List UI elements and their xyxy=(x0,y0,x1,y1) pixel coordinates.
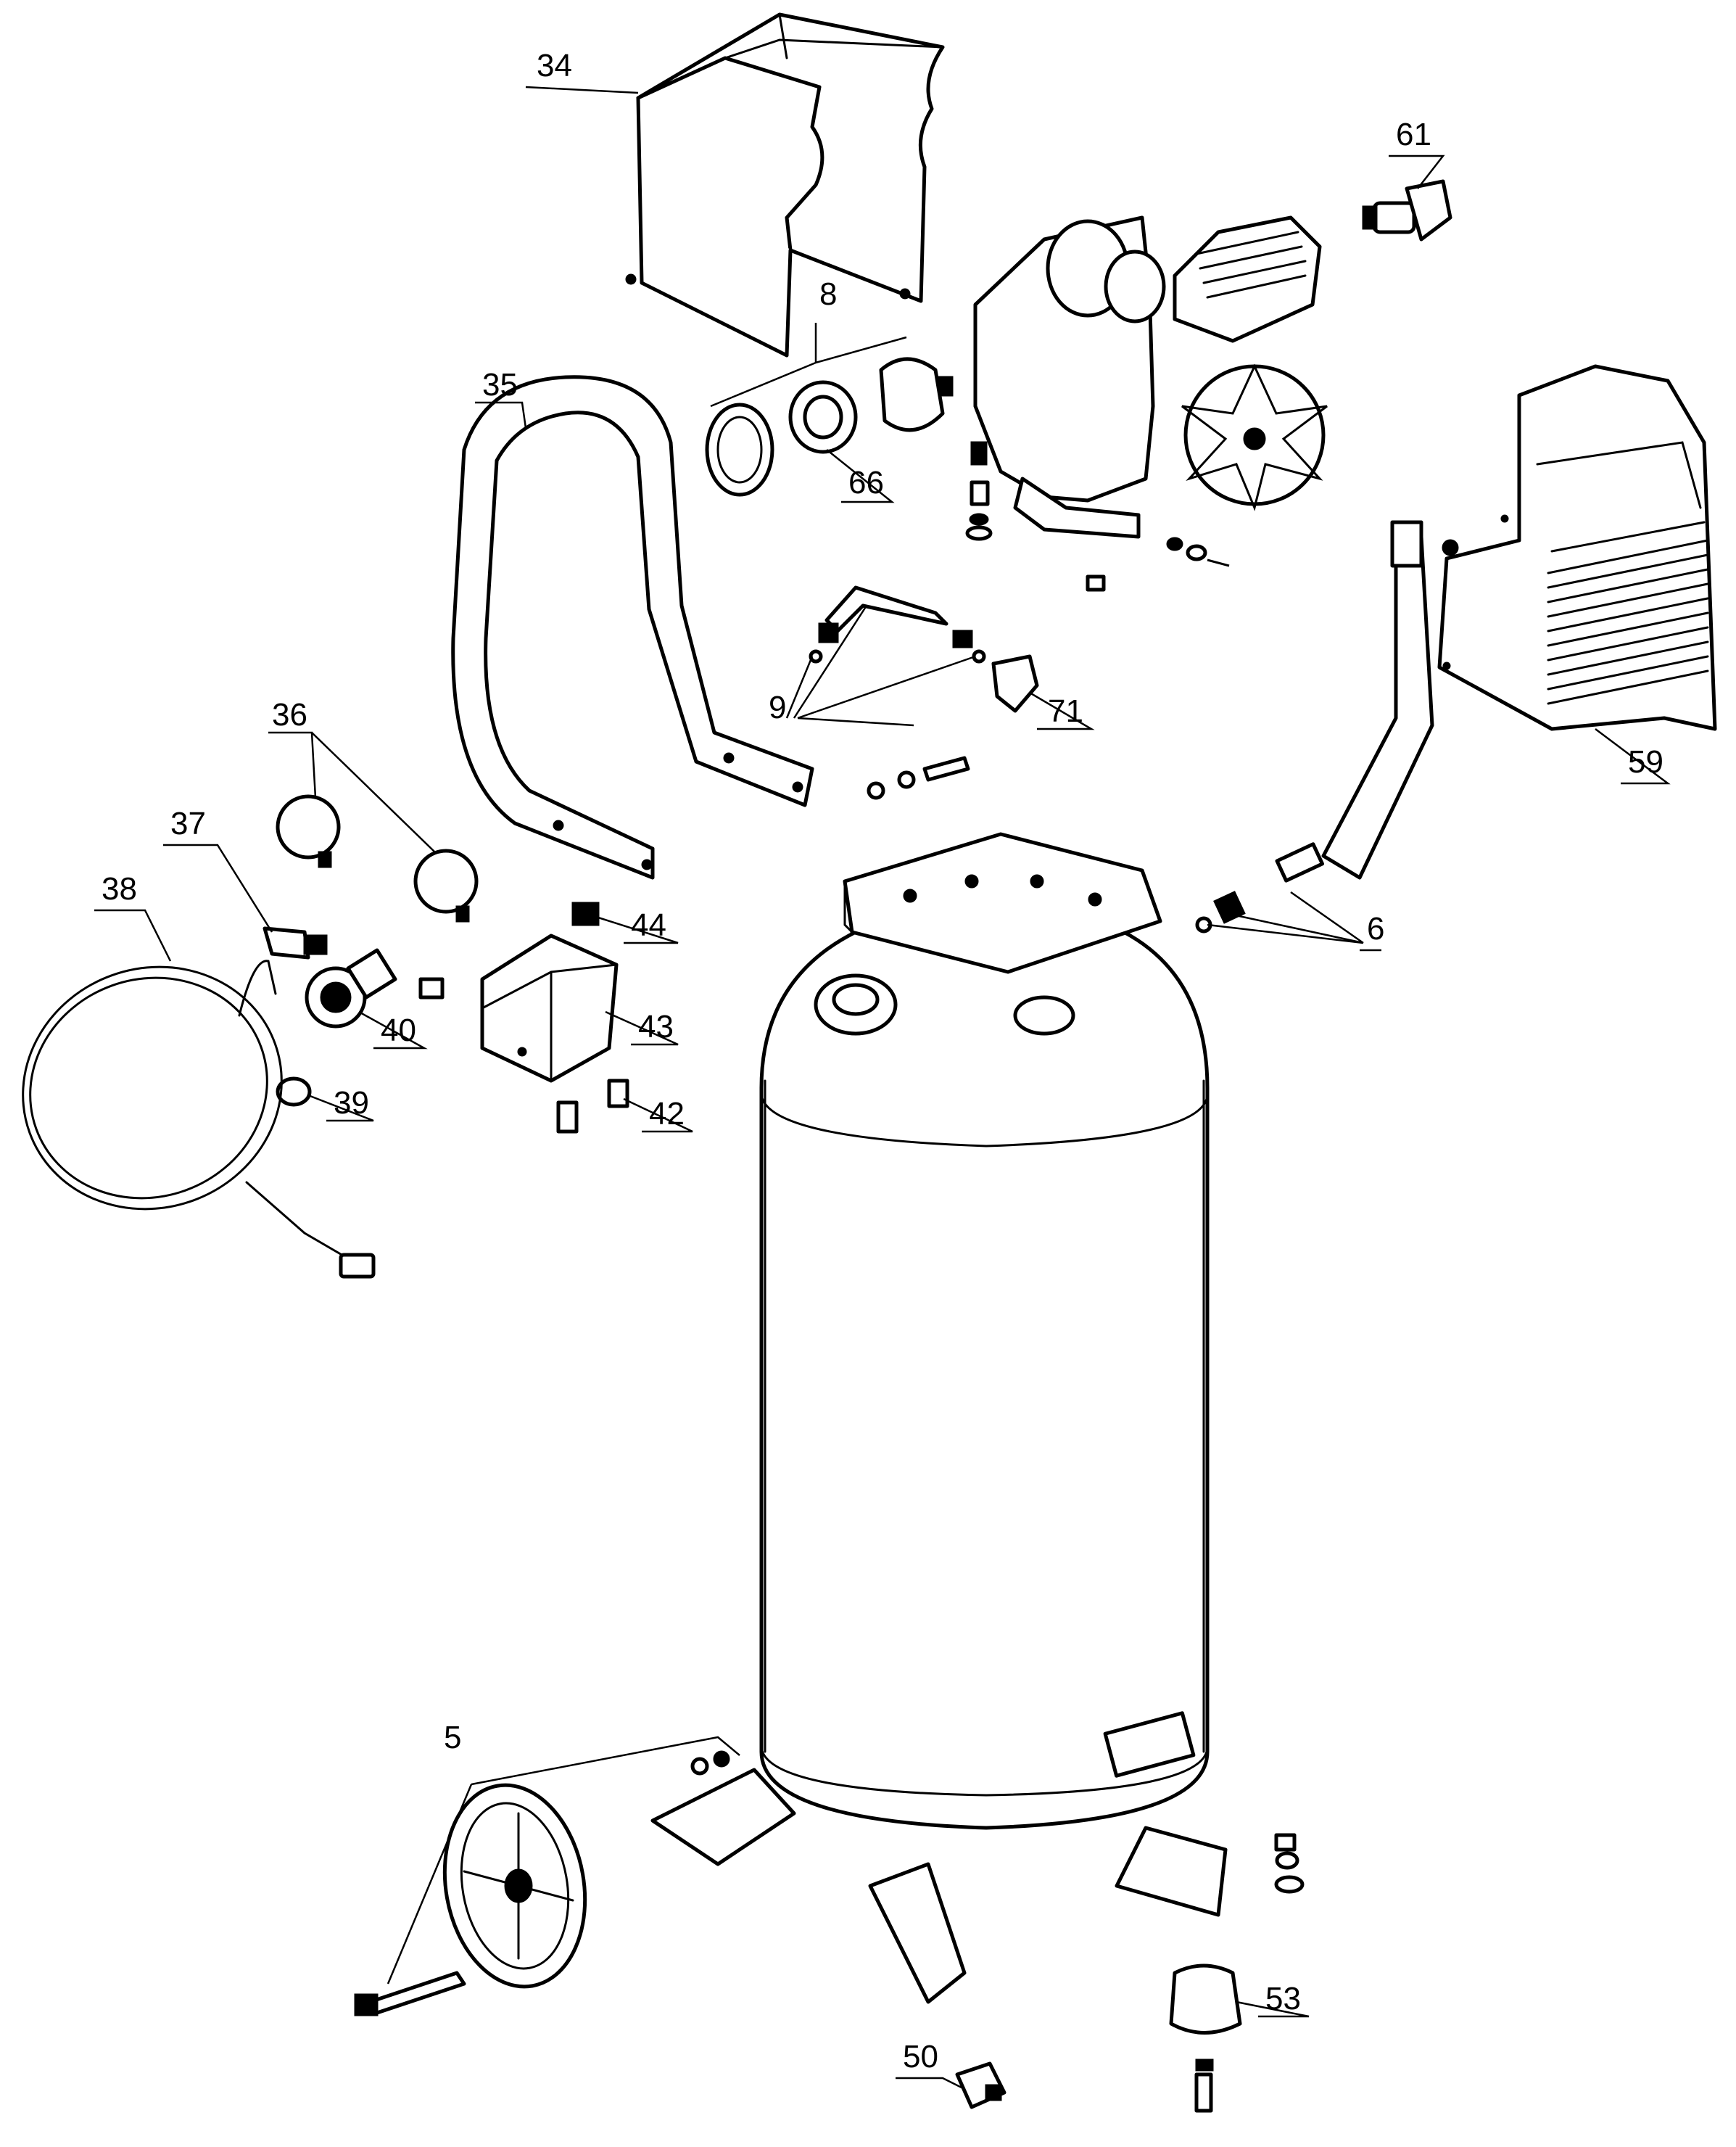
callout-9: 9 xyxy=(769,605,976,727)
callout-label: 34 xyxy=(537,48,572,83)
callout-label: 5 xyxy=(444,1720,461,1755)
callout-35: 35 xyxy=(475,367,527,429)
callout-label: 36 xyxy=(272,697,307,733)
callout-50: 50 xyxy=(896,2039,965,2090)
elbow-fitting-part xyxy=(1362,179,1452,242)
callout-label: 61 xyxy=(1396,117,1431,152)
power-cord-part xyxy=(22,960,376,1279)
shroud-part xyxy=(625,12,945,358)
handle-part xyxy=(451,375,814,880)
air-filter-part xyxy=(705,357,954,497)
callout-66: 66 xyxy=(826,449,895,503)
callout-43: 43 xyxy=(605,1009,679,1046)
callout-42: 42 xyxy=(623,1096,693,1133)
fittings-part xyxy=(263,902,629,1134)
callout-53: 53 xyxy=(1236,1981,1310,2018)
callout-71: 71 xyxy=(1029,691,1095,730)
callout-label: 6 xyxy=(1367,911,1384,947)
callout-37: 37 xyxy=(163,806,273,933)
pressure-switch-part xyxy=(480,934,619,1083)
callout-label: 37 xyxy=(170,806,206,841)
hardware-part xyxy=(1274,1833,1305,1894)
callout-59: 59 xyxy=(1595,728,1671,785)
outlet-tube-part xyxy=(1195,520,1434,934)
pump-motor-part xyxy=(965,215,1328,592)
side-shroud-part xyxy=(1437,364,1717,731)
gauges-part xyxy=(276,794,479,923)
callout-label: 40 xyxy=(381,1013,416,1048)
callout-40: 40 xyxy=(358,1010,428,1050)
callout-36: 36 xyxy=(268,697,436,853)
callout-61: 61 xyxy=(1389,117,1445,189)
callout-8: 8 xyxy=(710,276,907,408)
callout-label: 9 xyxy=(769,690,786,725)
wheel-part xyxy=(354,1750,1228,2016)
callout-label: 50 xyxy=(903,2039,938,2074)
callout-label: 35 xyxy=(482,367,518,403)
callout-label: 39 xyxy=(334,1085,369,1121)
callout-38: 38 xyxy=(94,871,172,962)
foot-and-valve-part xyxy=(955,1963,1242,2113)
callout-5: 5 xyxy=(387,1720,740,1985)
mounting-bracket-part xyxy=(843,832,1162,974)
callout-label: 43 xyxy=(638,1009,674,1044)
callout-label: 59 xyxy=(1628,744,1663,780)
callout-label: 71 xyxy=(1048,693,1083,729)
callout-label: 38 xyxy=(102,871,137,907)
callout-6: 6 xyxy=(1207,891,1384,952)
tube-fittings-part xyxy=(809,585,1039,800)
callout-39: 39 xyxy=(307,1085,374,1122)
callout-44: 44 xyxy=(598,907,679,944)
callout-label: 8 xyxy=(819,276,837,312)
callout-34: 34 xyxy=(525,48,639,94)
air-tank-part xyxy=(759,909,1210,1830)
